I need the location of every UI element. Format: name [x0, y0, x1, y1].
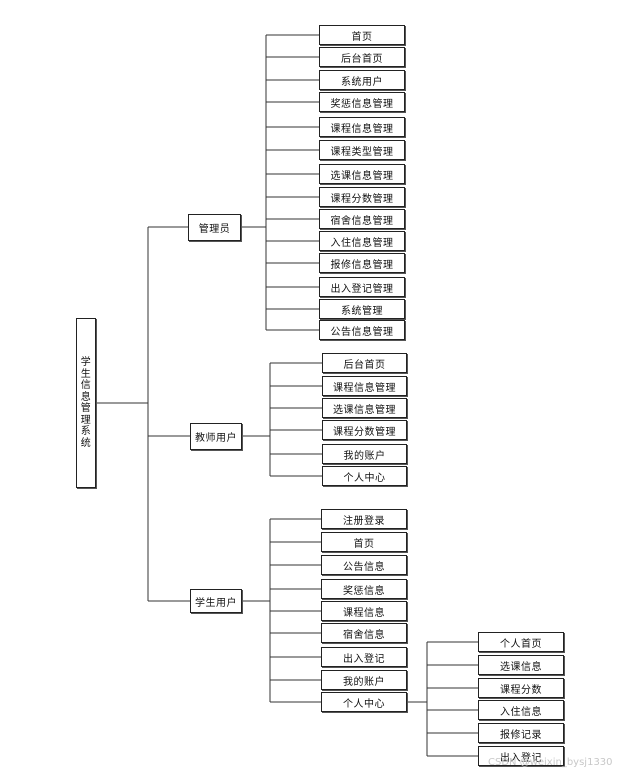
group-node-2: 学生用户: [190, 589, 242, 613]
root-char: 系: [80, 426, 92, 437]
sub-item-node-0: 个人首页: [478, 632, 564, 652]
item-node-1-4: 我的账户: [322, 444, 407, 464]
item-node-0-3: 奖惩信息管理: [319, 92, 405, 112]
item-node-0-9: 入住信息管理: [319, 231, 405, 251]
root-char: 管: [80, 403, 92, 414]
item-node-0-8: 宿舍信息管理: [319, 209, 405, 229]
item-node-2-1: 首页: [321, 532, 407, 552]
item-node-0-13: 公告信息管理: [319, 320, 405, 340]
root-node: 学生信息管理系统: [76, 318, 96, 488]
item-node-0-10: 报修信息管理: [319, 253, 405, 273]
sub-item-node-3: 入住信息: [478, 700, 564, 720]
sub-item-node-2: 课程分数: [478, 678, 564, 698]
root-char: 生: [80, 368, 92, 380]
item-node-2-3: 奖惩信息: [321, 579, 407, 599]
root-char: 统: [80, 437, 92, 449]
item-node-0-2: 系统用户: [319, 70, 405, 90]
item-node-1-2: 选课信息管理: [322, 398, 407, 418]
item-node-0-4: 课程信息管理: [319, 117, 405, 137]
root-char: 息: [80, 391, 92, 403]
item-node-2-0: 注册登录: [321, 509, 407, 529]
root-char: 学: [80, 357, 92, 368]
item-node-2-4: 课程信息: [321, 601, 407, 621]
item-node-0-1: 后台首页: [319, 47, 405, 67]
item-node-0-12: 系统管理: [319, 299, 405, 319]
item-node-2-6: 出入登记: [321, 647, 407, 667]
root-char: 信: [80, 380, 92, 391]
item-node-2-2: 公告信息: [321, 555, 407, 575]
item-node-2-7: 我的账户: [321, 670, 407, 690]
group-node-0: 管理员: [188, 213, 241, 241]
sub-item-node-5: 出入登记: [478, 746, 564, 766]
item-node-1-1: 课程信息管理: [322, 376, 407, 396]
item-node-0-7: 课程分数管理: [319, 187, 405, 207]
item-node-0-5: 课程类型管理: [319, 140, 405, 160]
sub-item-node-4: 报修记录: [478, 723, 564, 743]
item-node-1-3: 课程分数管理: [322, 420, 407, 440]
item-node-1-0: 后台首页: [322, 353, 407, 373]
item-node-0-0: 首页: [319, 25, 405, 45]
item-node-0-11: 出入登记管理: [319, 277, 405, 297]
item-node-2-5: 宿舍信息: [321, 623, 407, 643]
root-char: 理: [80, 414, 92, 426]
item-node-2-8: 个人中心: [321, 692, 407, 712]
sub-item-node-1: 选课信息: [478, 655, 564, 675]
group-node-1: 教师用户: [190, 422, 242, 450]
item-node-0-6: 选课信息管理: [319, 164, 405, 184]
item-node-1-5: 个人中心: [322, 466, 407, 486]
watermark: CSDN @weixin_bysj1330: [488, 757, 613, 768]
